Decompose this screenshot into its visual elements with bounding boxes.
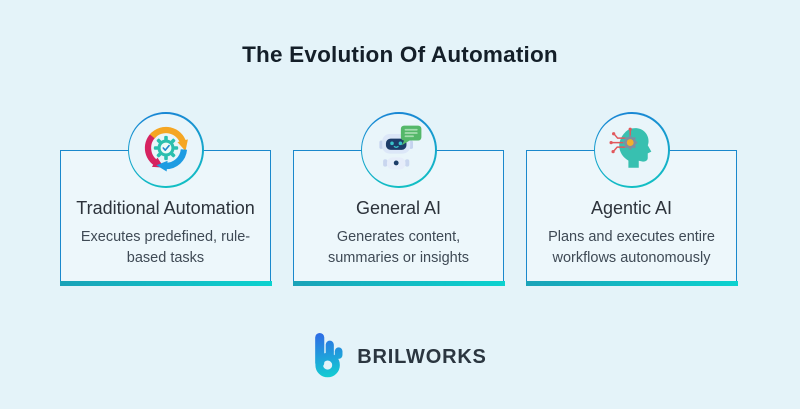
card-accent-bar — [292, 280, 505, 286]
card-accent-bar — [525, 280, 738, 286]
brand-name: BRILWORKS — [357, 346, 487, 368]
card-accent-bar — [59, 280, 272, 286]
automation-cycle-icon — [139, 121, 193, 180]
icon-ring — [127, 112, 204, 188]
icon-circle — [129, 113, 202, 187]
icon-circle — [362, 113, 435, 187]
brilworks-b-logo-icon — [313, 332, 348, 383]
card-title: General AI — [355, 198, 442, 218]
card-title: Agentic AI — [590, 198, 673, 218]
card-description: Executes predefined, rule- based tasks — [80, 229, 251, 266]
card-agentic-ai: Agentic AI Plans and executes entire wor… — [525, 112, 738, 286]
card-title: Traditional Automation — [76, 198, 255, 218]
card-general-ai: General AI Generates content, summaries … — [292, 112, 505, 286]
brand-logo: BRILWORKS — [0, 332, 800, 383]
card-description: Generates content, summaries or insights — [327, 229, 469, 266]
card-traditional-automation: Traditional Automation Executes predefin… — [59, 112, 272, 286]
icon-ring — [360, 112, 437, 188]
icon-circle — [595, 113, 668, 187]
icon-ring — [593, 112, 670, 188]
ai-head-icon — [605, 121, 659, 180]
chatbot-icon — [371, 120, 427, 181]
page-title: The Evolution Of Automation — [242, 42, 558, 67]
card-description: Plans and executes entire workflows auto… — [548, 229, 715, 266]
